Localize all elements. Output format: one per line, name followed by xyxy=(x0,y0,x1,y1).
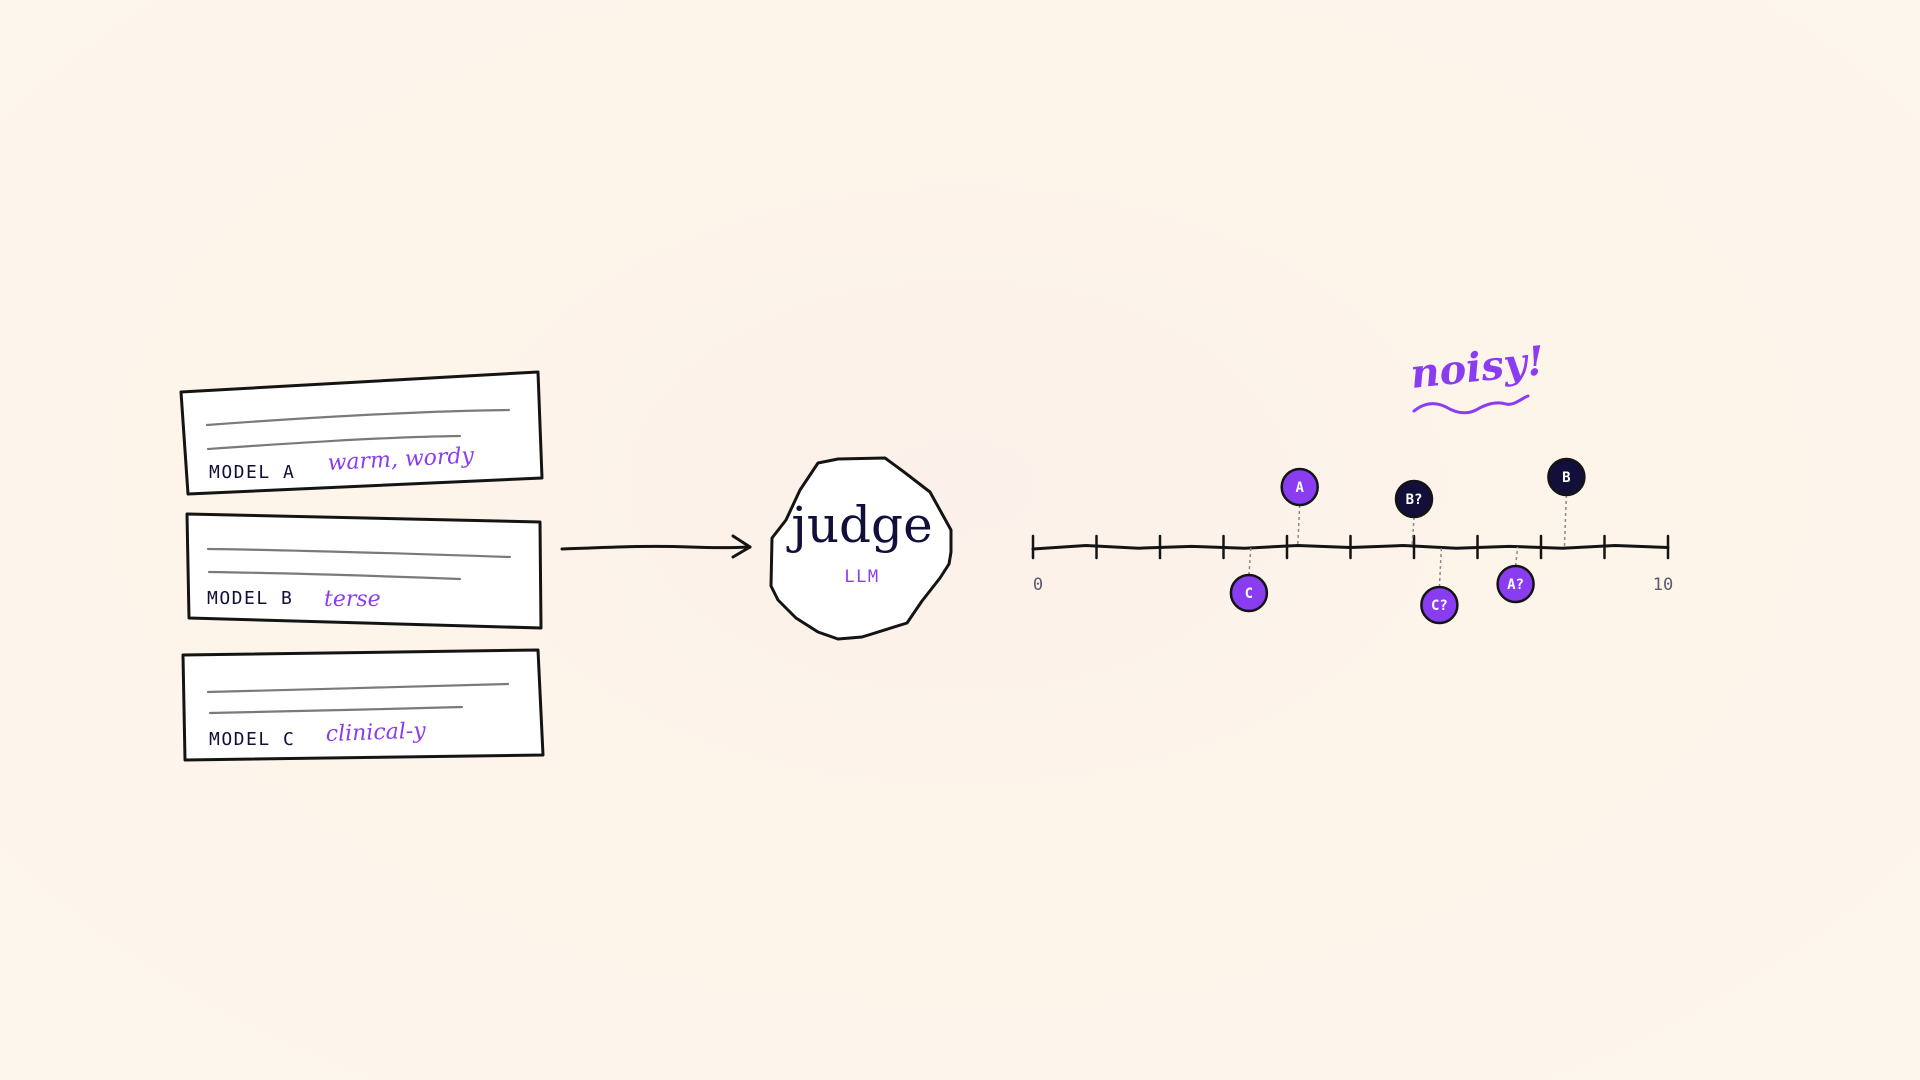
score-leader xyxy=(1563,494,1568,548)
score-leader xyxy=(1438,546,1443,588)
score-dot xyxy=(1280,467,1319,507)
judge-node: judge LLM xyxy=(769,456,953,641)
model-label: MODEL A xyxy=(209,462,295,483)
score-leader xyxy=(1248,546,1252,576)
text-line xyxy=(206,682,510,694)
score-marker-a-uncertain: A? xyxy=(1496,546,1535,604)
response-card-c: MODEL C clinical-y xyxy=(181,648,545,762)
judge-subtitle: LLM xyxy=(844,567,879,587)
text-line xyxy=(208,705,464,715)
score-marker-a: A xyxy=(1280,467,1319,548)
axis-ticks xyxy=(1031,534,1670,560)
score-label: B xyxy=(1562,470,1570,486)
text-line xyxy=(206,547,512,559)
axis-max-label: 10 xyxy=(1653,575,1673,595)
score-axis: 0 10 xyxy=(1031,534,1673,595)
score-points: A B? B C C? A? xyxy=(1229,457,1586,625)
score-leader xyxy=(1411,516,1415,548)
judge-blob xyxy=(769,456,953,641)
response-card-a: MODEL A warm, wordy xyxy=(179,370,544,496)
response-card-b: MODEL B terse xyxy=(185,512,543,630)
score-label: C? xyxy=(1431,598,1448,614)
score-label: A xyxy=(1295,480,1304,496)
score-dot xyxy=(1229,573,1269,613)
score-leader xyxy=(1296,504,1301,548)
score-marker-b: B xyxy=(1547,457,1586,548)
score-leader xyxy=(1514,546,1519,567)
flow-arrow xyxy=(560,534,752,559)
text-line xyxy=(206,434,462,451)
score-dot xyxy=(1394,479,1434,519)
model-note: clinical-y xyxy=(325,719,426,747)
model-label: MODEL C xyxy=(209,729,295,750)
text-line xyxy=(207,570,462,581)
text-line xyxy=(205,408,511,427)
judge-title: judge xyxy=(786,496,932,554)
score-marker-b-uncertain: B? xyxy=(1394,479,1434,548)
score-marker-c-uncertain: C? xyxy=(1420,546,1459,625)
noisy-label: noisy! xyxy=(1408,337,1546,398)
score-label: C xyxy=(1245,586,1253,602)
axis-min-label: 0 xyxy=(1033,575,1043,595)
noisy-annotation: noisy! xyxy=(1408,337,1547,415)
noisy-squiggle xyxy=(1412,394,1530,415)
model-note: terse xyxy=(324,587,381,612)
score-dot xyxy=(1547,457,1586,497)
score-marker-c: C xyxy=(1229,546,1269,613)
score-dot xyxy=(1420,585,1459,625)
score-label: B? xyxy=(1406,492,1423,508)
score-dot xyxy=(1496,564,1535,604)
model-label: MODEL B xyxy=(207,588,293,609)
score-label: A? xyxy=(1507,577,1524,593)
